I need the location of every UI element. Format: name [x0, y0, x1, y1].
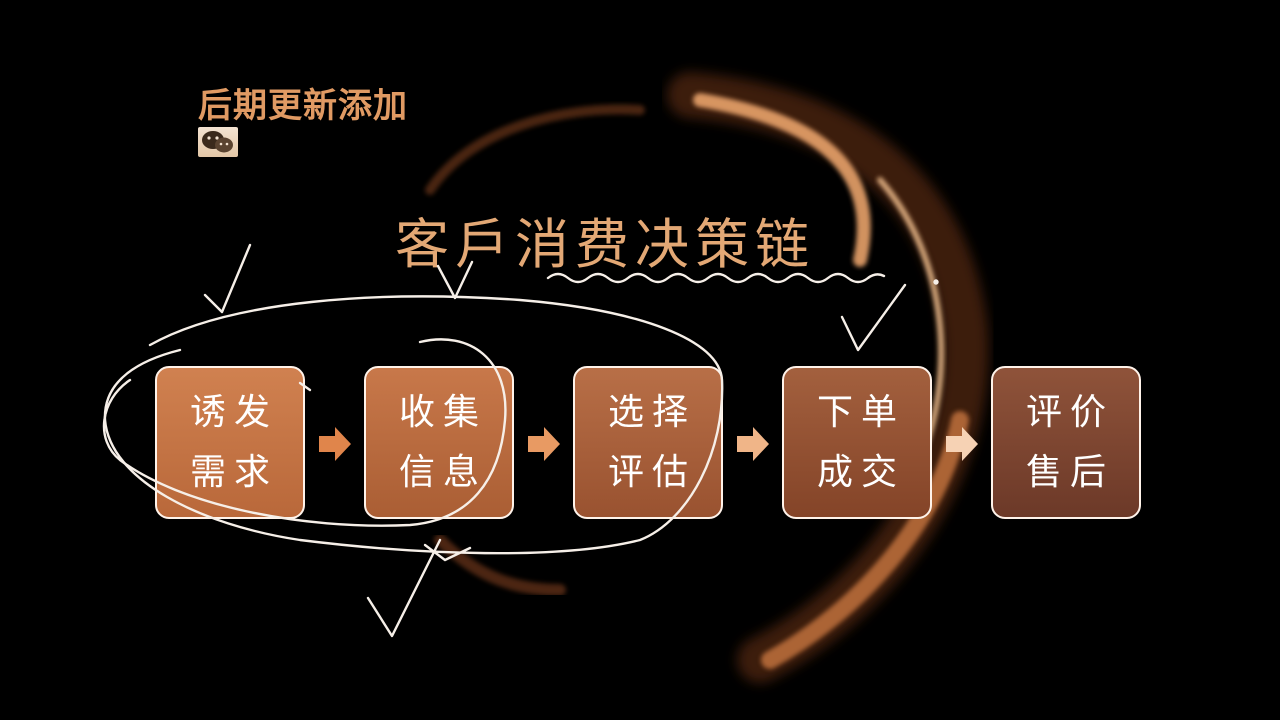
step-label-line2: 信息	[398, 451, 487, 493]
step-box-collect-info: 收集 信息	[364, 366, 514, 519]
right-arrow-icon	[946, 427, 978, 461]
step-label-line1: 评价	[1025, 391, 1114, 433]
title-char: 决	[635, 213, 695, 276]
title-char: 策	[695, 213, 755, 276]
wechat-icon	[198, 127, 238, 157]
diagram-title: 客戶消费决策链	[395, 200, 905, 279]
title-char: 戶	[455, 213, 515, 276]
step-label-line2: 成交	[816, 451, 905, 493]
right-arrow-icon	[319, 427, 351, 461]
right-arrow-icon	[528, 427, 560, 461]
step-label-line1: 诱发	[189, 391, 278, 433]
title-char: 消	[515, 213, 575, 276]
step-box-place-order: 下单 成交	[782, 366, 932, 519]
step-label-line1: 收集	[398, 391, 487, 433]
step-box-trigger-demand: 诱发 需求	[155, 366, 305, 519]
title-char: 费	[575, 213, 635, 276]
step-box-choose-evaluate: 选择 评估	[573, 366, 723, 519]
title-char: 链	[755, 213, 815, 276]
step-label-line1: 选择	[607, 391, 696, 433]
step-label-line2: 评估	[607, 451, 696, 493]
title-char: 客	[395, 213, 455, 276]
update-note-title: 后期更新添加	[198, 86, 408, 126]
right-arrow-icon	[737, 427, 769, 461]
step-label-line1: 下单	[816, 391, 905, 433]
step-label-line2: 需求	[189, 451, 278, 493]
step-label-line2: 售后	[1025, 451, 1114, 493]
step-box-review-aftersales: 评价 售后	[991, 366, 1141, 519]
